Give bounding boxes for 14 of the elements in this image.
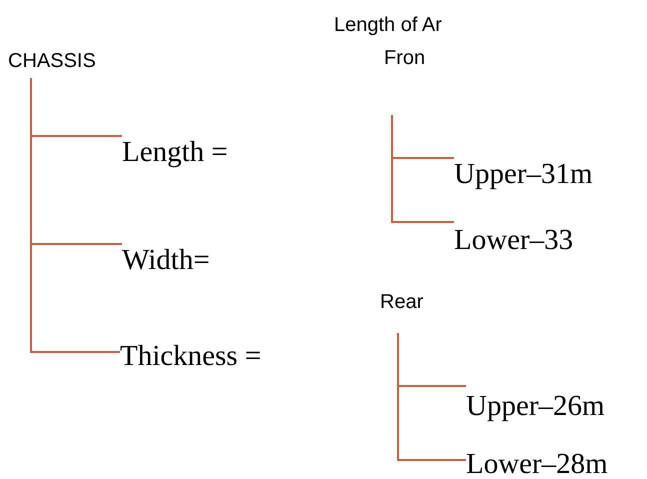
tree-label: Width= xyxy=(122,240,210,280)
tree-label: Length = xyxy=(122,132,228,172)
tree-label: Thickness = xyxy=(120,336,262,376)
tree-connector xyxy=(30,78,120,353)
heading-label: Length of Ar xyxy=(334,13,442,38)
tree-connector xyxy=(391,115,454,223)
tree-label: Lower–33 xyxy=(454,220,574,260)
tree-label: Upper–26m xyxy=(466,386,605,426)
tree-label: CHASSIS xyxy=(8,48,96,74)
tree-label: Rear xyxy=(380,289,424,315)
tree-label: Upper–31m xyxy=(454,154,593,194)
tree-label: Lower–28m xyxy=(466,444,608,479)
tree-label: Fron xyxy=(384,45,426,71)
tree-connector xyxy=(397,333,466,461)
